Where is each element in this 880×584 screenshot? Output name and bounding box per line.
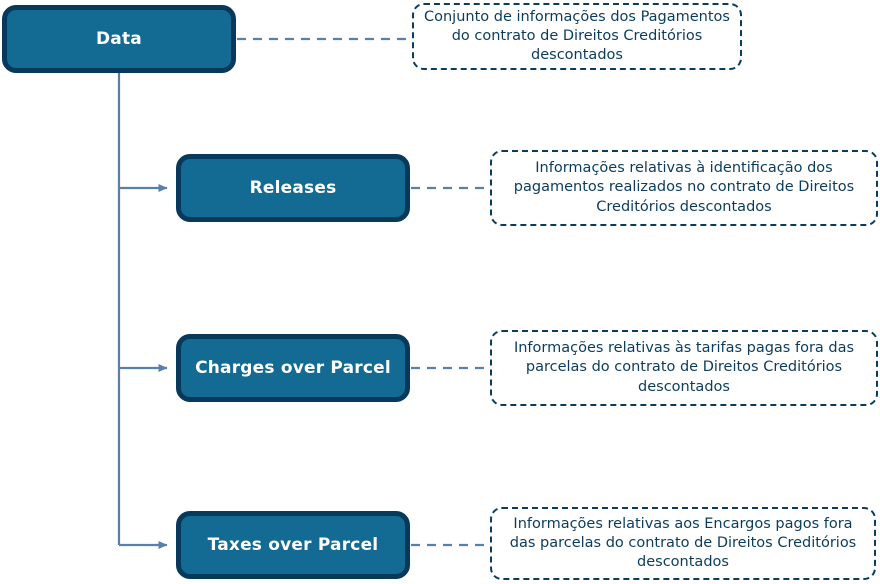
node-charges-over-parcel-label: Charges over Parcel — [195, 357, 391, 378]
annotation-data-text: Conjunto de informações dos Pagamentos d… — [424, 8, 730, 64]
annotation-charges-over-parcel: Informações relativas às tarifas pagas f… — [490, 330, 878, 406]
annotation-releases-text: Informações relativas à identificação do… — [513, 160, 855, 215]
node-data[interactable]: Data — [2, 5, 236, 73]
node-taxes-over-parcel[interactable]: Taxes over Parcel — [176, 511, 410, 579]
node-taxes-over-parcel-label: Taxes over Parcel — [207, 534, 379, 555]
node-releases-label: Releases — [249, 177, 337, 198]
annotation-taxes-over-parcel-text: Informações relativas aos Encargos pagos… — [509, 515, 857, 571]
node-charges-over-parcel[interactable]: Charges over Parcel — [176, 334, 410, 402]
annotation-data: Conjunto de informações dos Pagamentos d… — [412, 3, 742, 70]
annotation-releases: Informações relativas à identificação do… — [490, 150, 878, 226]
annotation-taxes-over-parcel: Informações relativas aos Encargos pagos… — [490, 507, 876, 580]
node-data-label: Data — [96, 28, 142, 49]
node-releases[interactable]: Releases — [176, 154, 410, 222]
annotation-charges-over-parcel-text: Informações relativas às tarifas pagas f… — [513, 340, 855, 395]
